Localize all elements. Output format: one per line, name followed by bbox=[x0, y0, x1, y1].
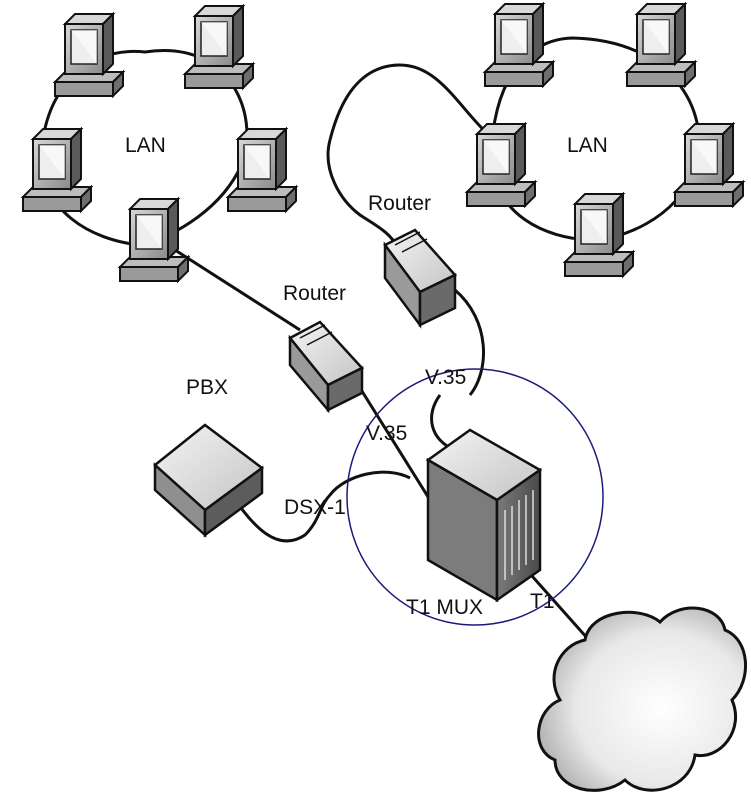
computer-icon bbox=[54, 13, 124, 97]
computer-icon bbox=[484, 3, 554, 87]
t1-label: T1 bbox=[530, 590, 555, 613]
wan-cloud-icon bbox=[537, 606, 747, 792]
t1-mux-highlight-circle bbox=[346, 368, 604, 626]
lan-left-label: LAN bbox=[125, 134, 166, 157]
computer-icon bbox=[184, 5, 254, 89]
computer-icon bbox=[564, 193, 634, 277]
router-to-v35-line bbox=[454, 288, 485, 396]
router-top-label: Router bbox=[368, 192, 431, 215]
computer-icon bbox=[466, 123, 536, 207]
router-top-icon bbox=[383, 228, 458, 329]
computer-icon bbox=[626, 3, 696, 87]
router-mid-icon bbox=[288, 320, 365, 414]
router-mid-label: Router bbox=[283, 282, 346, 305]
dsx1-label: DSX-1 bbox=[284, 496, 346, 519]
computer-icon bbox=[227, 128, 297, 212]
pbx-icon bbox=[153, 423, 265, 538]
lan-left-to-router-line bbox=[174, 248, 301, 332]
computer-icon bbox=[22, 128, 92, 212]
v35-left-label: V.35 bbox=[366, 422, 407, 445]
computer-icon bbox=[674, 123, 744, 207]
computer-icon bbox=[119, 198, 189, 282]
t1-mux-icon bbox=[425, 428, 543, 603]
v35-top-label: V.35 bbox=[425, 366, 466, 389]
lan-right-label: LAN bbox=[567, 134, 608, 157]
t1-mux-label: T1 MUX bbox=[406, 596, 483, 619]
pbx-label: PBX bbox=[186, 376, 228, 399]
pbx-to-dsx1-line bbox=[233, 470, 411, 543]
lan-right-to-router-line bbox=[326, 63, 493, 249]
